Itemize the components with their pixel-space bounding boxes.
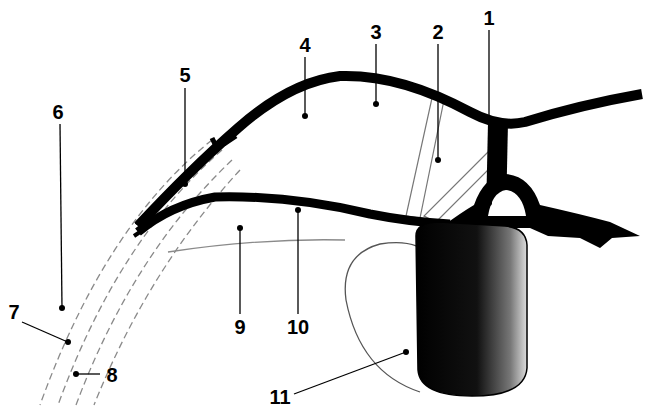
leader-line bbox=[239, 228, 240, 314]
leader-dot bbox=[65, 339, 71, 345]
callout-number: 6 bbox=[52, 102, 63, 122]
leader-line bbox=[76, 373, 100, 374]
membrane-line bbox=[168, 240, 345, 252]
rib-fork bbox=[212, 136, 236, 150]
dashed-arc bbox=[58, 150, 222, 405]
leader-dot bbox=[373, 101, 379, 107]
leader-line bbox=[60, 124, 62, 308]
leader-dot bbox=[182, 181, 188, 187]
rib-upper-border bbox=[138, 76, 642, 226]
callout-number: 4 bbox=[299, 35, 310, 55]
dashed-arcs bbox=[40, 140, 240, 405]
callout-number: 1 bbox=[483, 8, 494, 28]
callout-number: 5 bbox=[179, 65, 190, 85]
leader-line bbox=[304, 57, 305, 116]
leader-dot bbox=[403, 349, 409, 355]
callout-number: 7 bbox=[8, 302, 19, 322]
vertebral-body bbox=[416, 222, 527, 396]
leader-dot bbox=[73, 371, 79, 377]
callout-number: 3 bbox=[370, 22, 381, 42]
leader-line bbox=[375, 44, 376, 104]
callout-number: 11 bbox=[269, 387, 290, 407]
leader-line bbox=[488, 30, 489, 203]
leader-lines bbox=[22, 30, 489, 394]
leader-dot bbox=[59, 305, 65, 311]
rib-end bbox=[134, 222, 146, 236]
leader-line bbox=[437, 44, 438, 160]
callout-number: 9 bbox=[234, 317, 245, 337]
leader-dots bbox=[59, 101, 492, 377]
leader-dot bbox=[237, 225, 243, 231]
leader-line bbox=[294, 352, 406, 394]
spinal-canal bbox=[488, 190, 526, 216]
leader-line bbox=[184, 88, 185, 184]
callout-number: 10 bbox=[287, 317, 309, 337]
leader-line bbox=[22, 322, 70, 343]
callout-number: 8 bbox=[106, 365, 117, 385]
dashed-arc bbox=[94, 170, 240, 405]
rib-lower-border bbox=[138, 197, 450, 232]
callout-number: 2 bbox=[432, 22, 443, 42]
leader-dot bbox=[295, 207, 301, 213]
leader-line bbox=[297, 210, 298, 314]
leader-dot bbox=[435, 157, 441, 163]
leader-dot bbox=[486, 200, 492, 206]
leader-dot bbox=[302, 113, 308, 119]
